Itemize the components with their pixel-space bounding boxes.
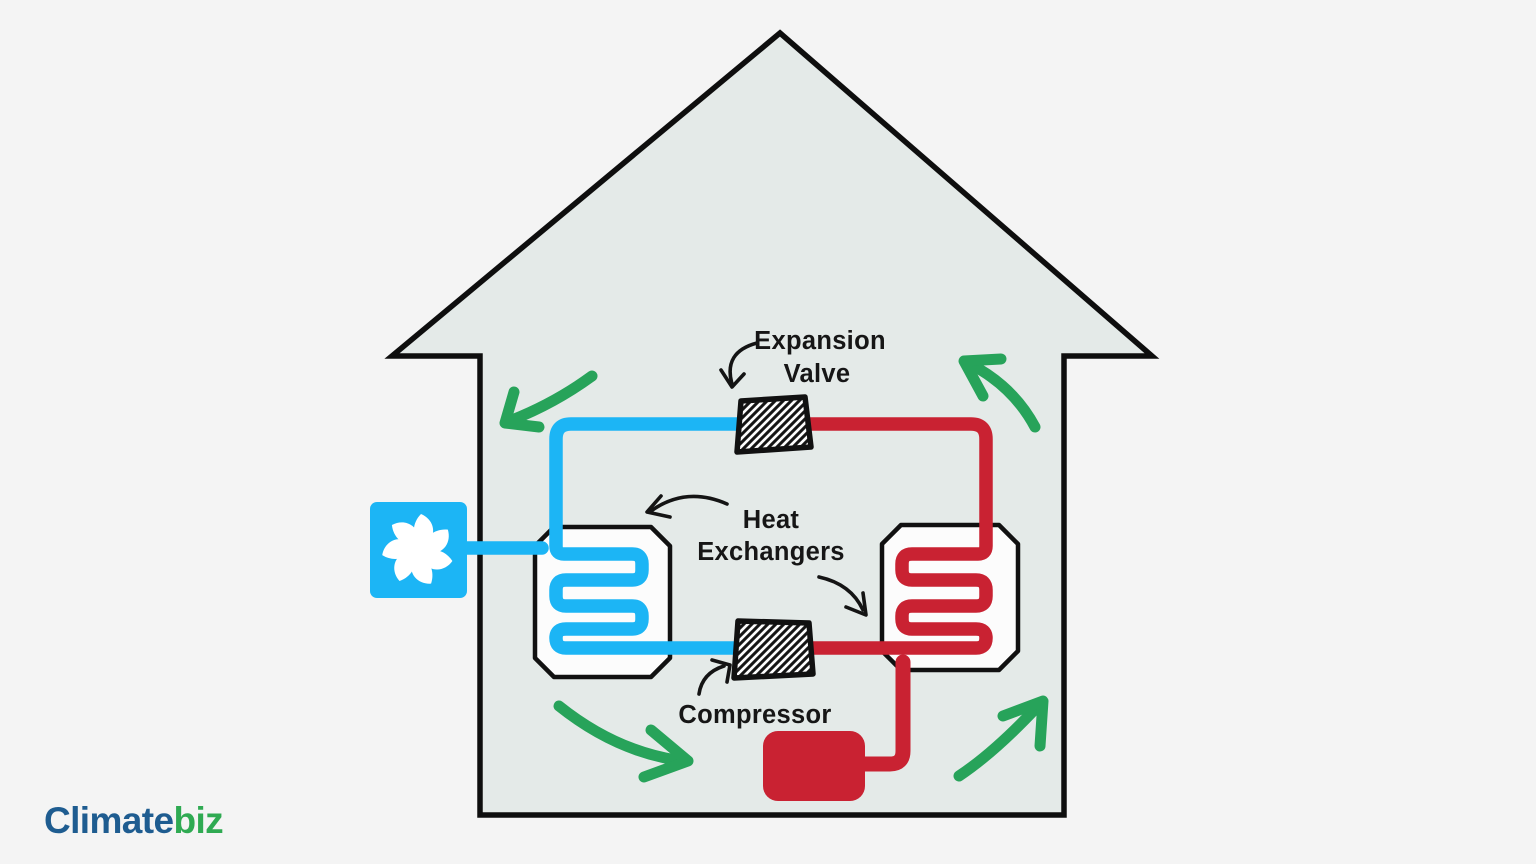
compressor xyxy=(731,618,816,681)
heat-exchanger-left-pointer-arrow xyxy=(645,494,729,519)
hot-pipe-circuit xyxy=(798,417,993,655)
climatebiz-logo: Climatebiz xyxy=(44,800,223,841)
expansion-valve xyxy=(734,394,814,455)
compressor-label: Compressor xyxy=(678,701,831,729)
expansion-valve-label-line2: Valve xyxy=(784,360,851,388)
logo-climate-part: Climate xyxy=(44,800,173,841)
fan-icon xyxy=(382,514,453,584)
tank-pipe xyxy=(851,654,911,772)
compressor-pointer-arrow xyxy=(697,658,732,696)
flow-arrow-bottom-right xyxy=(953,695,1049,782)
cold-pipe-circuit xyxy=(549,417,748,655)
heat-exchangers-label-line1: Heat xyxy=(743,506,800,534)
logo-biz-part: biz xyxy=(173,800,223,841)
expansion-valve-label-line1: Expansion xyxy=(754,327,886,355)
flow-arrow-bottom-left xyxy=(553,700,694,783)
heat-exchangers-label-line2: Exchangers xyxy=(697,538,845,566)
flow-arrow-top-left xyxy=(499,370,598,433)
heat-exchanger-right-pointer-arrow xyxy=(817,575,868,617)
flow-arrow-top-right xyxy=(958,353,1041,433)
outdoor-fan-unit xyxy=(370,502,467,598)
expansion-valve-pointer-arrow xyxy=(719,341,759,389)
hot-water-tank xyxy=(763,731,865,801)
